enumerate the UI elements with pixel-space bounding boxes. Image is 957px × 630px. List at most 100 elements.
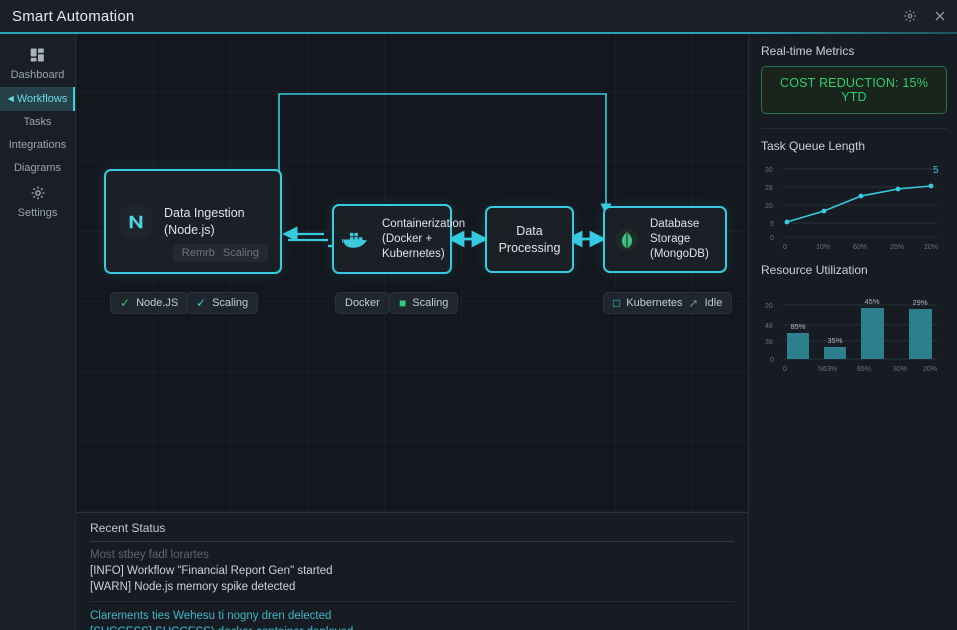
sidebar-item-diagrams[interactable]: Diagrams xyxy=(0,157,75,180)
node-title-line3: Kubernetes) xyxy=(382,247,445,260)
sidebar-item-integrations[interactable]: Integrations xyxy=(0,134,75,157)
node-badge-left: Remrb xyxy=(181,247,215,259)
title-bar: Smart Automation xyxy=(0,0,957,33)
close-icon[interactable] xyxy=(927,3,953,29)
sidebar-item-settings[interactable]: Settings xyxy=(0,180,75,225)
metrics-header: Real-time Metrics xyxy=(761,44,855,58)
x-tick: 20% xyxy=(923,366,937,373)
square-outline-icon: □ xyxy=(613,296,621,310)
gear-icon[interactable] xyxy=(897,3,923,29)
node-title: Containerization (Docker + Kubernetes) xyxy=(382,217,465,262)
gear-icon xyxy=(2,185,73,204)
sidebar: Dashboard ◀Workflows Tasks Integrations … xyxy=(0,34,76,630)
x-tick: N63% xyxy=(818,366,837,373)
bar-value-label: 35% xyxy=(827,336,842,345)
node-title: Data Processing xyxy=(499,223,561,257)
node-title-line2: (Node.js) xyxy=(164,222,215,237)
node-title-line1: Data Processing xyxy=(498,223,561,255)
chip-label: Scaling xyxy=(412,297,449,309)
sidebar-item-tasks[interactable]: Tasks xyxy=(0,111,75,134)
branch-icon: ➚ xyxy=(688,296,699,310)
log-divider-mid xyxy=(90,601,734,602)
sidebar-item-label: Workflows xyxy=(16,93,68,105)
chip-extra-label: Idle xyxy=(704,297,723,309)
chip-label: Kubernetes xyxy=(626,297,683,309)
log-title: Recent Status xyxy=(90,521,166,535)
y-tick: 20 xyxy=(765,203,773,210)
sidebar-item-dashboard[interactable]: Dashboard xyxy=(0,42,75,87)
window-title: Smart Automation xyxy=(12,7,135,25)
resource-utilization-title: Resource Utilization xyxy=(761,263,868,277)
chip-label: Docker xyxy=(345,297,380,309)
task-queue-title: Task Queue Length xyxy=(761,139,866,153)
mongodb-leaf-icon xyxy=(614,227,640,253)
log-line: [WARN] Node.js memory spike detected xyxy=(90,581,296,593)
chip-docker[interactable]: Docker xyxy=(335,292,390,314)
chip-scaling-1[interactable]: ✓ Scaling xyxy=(186,292,259,314)
sidebar-item-label: Tasks xyxy=(23,116,52,128)
y-tick: 0 xyxy=(770,357,774,364)
sidebar-item-label-row: ◀Workflows xyxy=(2,92,73,106)
workflow-node-data-processing[interactable]: Data Processing xyxy=(485,206,574,273)
cost-reduction-badge: COST REDUCTION: 15% YTD xyxy=(761,66,947,114)
sidebar-item-workflows[interactable]: ◀Workflows xyxy=(0,87,75,111)
log-line: Clarements ties Wehesu ti nogny dren del… xyxy=(90,610,332,622)
y-tick: 0 xyxy=(770,235,774,242)
x-tick: 65% xyxy=(857,366,871,373)
log-line: Most stbey fadl lorartes xyxy=(90,549,209,561)
x-tick: 20% xyxy=(924,244,938,251)
docker-whale-icon xyxy=(342,228,372,250)
node-status-badge: Remrb Scaling xyxy=(172,244,268,262)
workflow-node-containerization[interactable]: Containerization (Docker + Kubernetes) xyxy=(332,204,465,274)
check-icon: ✓ xyxy=(196,296,207,310)
sidebar-item-label: Settings xyxy=(17,207,58,219)
x-tick: 20% xyxy=(890,244,904,251)
x-tick: 10% xyxy=(816,244,830,251)
workflow-node-database-storage[interactable]: Database Storage (MongoDB) xyxy=(603,206,727,273)
chip-scaling-2[interactable]: ■ Scaling xyxy=(389,292,459,314)
square-icon: ■ xyxy=(399,296,407,310)
x-tick: 0 xyxy=(783,244,787,251)
node-title: Database Storage (MongoDB) xyxy=(650,217,716,262)
workflow-node-data-ingestion[interactable]: Data Ingestion (Node.js) Remrb Scaling xyxy=(104,169,282,274)
sidebar-item-label: Integrations xyxy=(8,139,67,151)
log-line: [INFO] Workflow "Financial Report Gen" s… xyxy=(90,565,333,577)
bar xyxy=(909,309,932,359)
y-tick: 5 xyxy=(770,221,774,228)
chip-label: Node.JS xyxy=(136,297,179,309)
node-title-line1: Containerization xyxy=(382,217,466,230)
chip-nodejs[interactable]: ✓ Node.JS xyxy=(110,292,189,314)
node-title-line1: Database Storage xyxy=(650,218,700,245)
resource-utilization-chart: 20 48 38 0 85% 35% 45% 29% 0 N63% 65% 30… xyxy=(761,283,947,375)
bar xyxy=(861,308,884,359)
connector-edges xyxy=(278,93,612,254)
bar-value-label: 45% xyxy=(864,297,879,306)
node-title-line2: (Docker + xyxy=(382,232,433,245)
sidebar-item-label: Diagrams xyxy=(13,162,62,174)
node-badge-right: Scaling xyxy=(222,247,259,259)
log-line: [SUCCESS] SUCCESS) docker-container depl… xyxy=(90,624,734,630)
last-value-label: 5 xyxy=(933,165,939,176)
x-tick: 0 xyxy=(783,366,787,373)
log-divider-top xyxy=(90,541,734,542)
bar xyxy=(824,347,846,359)
bar xyxy=(787,333,809,359)
workflow-canvas[interactable]: Data Ingestion (Node.js) Remrb Scaling xyxy=(76,34,748,512)
y-tick: 30 xyxy=(765,167,773,174)
task-queue-chart: 30 28 20 5 0 0 10% 60% 20% 20% 5 xyxy=(761,159,947,251)
node-title-line1: Data Ingestion xyxy=(164,205,245,220)
bar-value-label: 29% xyxy=(912,298,927,307)
y-tick: 38 xyxy=(765,339,773,346)
check-icon: ✓ xyxy=(120,296,131,310)
divider xyxy=(761,128,947,129)
caret-left-icon: ◀ xyxy=(7,94,14,103)
chip-label: Scaling xyxy=(212,297,249,309)
sidebar-item-label: Dashboard xyxy=(10,69,65,81)
dashboard-icon xyxy=(2,47,73,66)
nodejs-icon xyxy=(118,204,154,240)
node-title-line2: (MongoDB) xyxy=(650,248,709,260)
metrics-panel: Real-time Metrics COST REDUCTION: 15% YT… xyxy=(748,34,957,630)
bar-value-label: 85% xyxy=(790,322,805,331)
chip-kubernetes[interactable]: □ Kubernetes ➚ Idle xyxy=(603,292,733,314)
